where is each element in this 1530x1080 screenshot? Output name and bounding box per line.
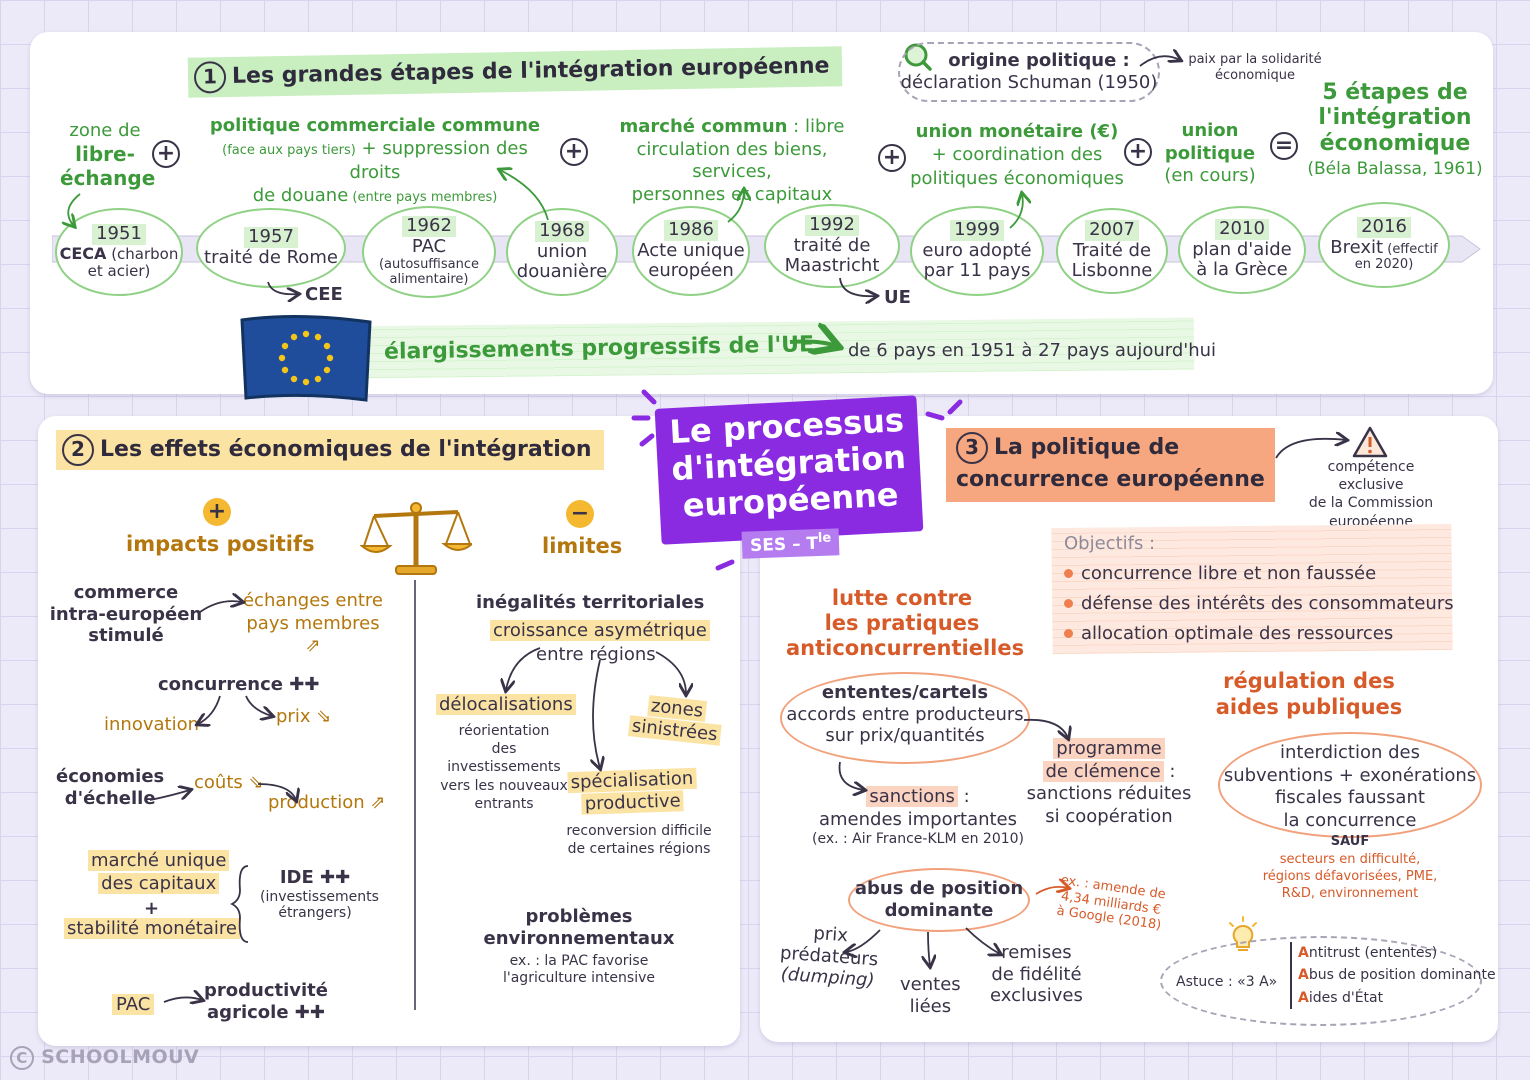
- abuse-bubble: abus de position dominante: [848, 868, 1030, 932]
- timeline-1962: 1962 PAC (autosuffisance alimentaire): [362, 206, 496, 298]
- innovation: innovation: [104, 714, 199, 735]
- objective-item: défense des intérêts des consommateurs: [1064, 590, 1454, 617]
- costs: coûts ⇘: [194, 772, 264, 793]
- anticompetitive-title: lutte contre les pratiques anticoncurren…: [786, 586, 1025, 661]
- objective-item: concurrence libre et non faussée: [1064, 560, 1454, 587]
- tip-item: Abus de position dominante: [1298, 967, 1496, 984]
- specialisation-detail: reconversion difficile de certaines régi…: [566, 823, 712, 858]
- stage-political: union politique (en cours): [1164, 120, 1256, 186]
- timeline-1999: 1999 euro adopté par 11 pays: [910, 206, 1044, 296]
- except-label: SAUF: [1330, 834, 1370, 849]
- stage-free-trade: zone de libre- échange: [60, 120, 156, 190]
- fdi: IDE ✚✚ (investissements étrangers): [260, 867, 379, 921]
- timeline-1951: 1951 CECA (charbon et acier): [55, 208, 183, 296]
- trade-result: échanges entre pays membres ⇗: [242, 590, 384, 656]
- plus-sign: +: [560, 138, 588, 166]
- agri-productivity: productivité agricole ✚✚: [204, 980, 328, 1023]
- main-title: Le processus d'intégration européenne: [654, 395, 924, 545]
- cartels-bubble: ententes/cartels accords entre producteu…: [780, 672, 1030, 764]
- timeline-2007: 2007 Traité de Lisbonne: [1056, 208, 1168, 294]
- origin-consequence: paix par la solidarité économique: [1188, 52, 1322, 83]
- plus-sign: +: [878, 144, 906, 172]
- except-detail: secteurs en difficulté, régions défavori…: [1262, 852, 1438, 901]
- trade-stimulated: commerce intra-européen stimulé: [49, 582, 203, 647]
- production: production ⇗: [268, 792, 386, 813]
- origin-label: origine politique :: [948, 50, 1130, 71]
- origin-box: origine politique : déclaration Schuman …: [898, 42, 1160, 102]
- tip-label: Astuce : «3 A»: [1176, 974, 1278, 990]
- section2-number: 2: [62, 434, 94, 466]
- enlargement-detail: de 6 pays en 1951 à 27 pays aujourd'hui: [848, 340, 1217, 361]
- timeline-1957: 1957 traité de Rome: [196, 208, 346, 288]
- stage-common-market: marché commun : libre circulation des bi…: [619, 116, 845, 205]
- economies-of-scale: économies d'échelle: [56, 766, 165, 809]
- objectives: Objectifs : concurrence libre et non fau…: [1064, 530, 1454, 650]
- eu-flag-icon: [238, 312, 374, 406]
- timeline-1986: 1986 Acte unique européen: [632, 206, 750, 296]
- title-decorations: [628, 384, 968, 584]
- section3-number: 3: [956, 432, 988, 464]
- stage-monetary: union monétaire (€) + coordination des p…: [910, 121, 1124, 189]
- plus-badge: +: [203, 498, 231, 526]
- limits-label: limites: [542, 534, 623, 558]
- prices: prix ⇘: [276, 706, 332, 727]
- predatory-prices: prix prédateurs (dumping): [779, 922, 879, 992]
- leniency: programme de clémence : sanctions réduit…: [1026, 738, 1192, 827]
- env-problems: problèmes environnementaux ex. : la PAC …: [483, 906, 675, 986]
- objectives-label: Objectifs :: [1064, 533, 1156, 554]
- plus-sign: +: [1124, 138, 1152, 166]
- exclusive-competence: compétence exclusive de la Commission eu…: [1308, 459, 1434, 530]
- tip-list: Antitrust (ententes) Abus de position do…: [1290, 942, 1496, 1010]
- offshoring-detail: réorientation des investissements vers l…: [440, 723, 568, 812]
- section1-number: 1: [193, 61, 227, 94]
- aid-ban-bubble: interdiction des subventions + exonérati…: [1218, 732, 1482, 838]
- minus-badge: −: [566, 500, 594, 528]
- footer-logo: C SCHOOLMOUV: [10, 1046, 199, 1070]
- sanctions: sanctions : amendes importantes (ex. : A…: [812, 786, 1024, 847]
- objective-item: allocation optimale des ressources: [1064, 620, 1454, 647]
- public-aid-title: régulation des aides publiques: [1215, 669, 1403, 720]
- capital-market: marché unique des capitaux: [88, 850, 230, 895]
- origin-text: déclaration Schuman (1950): [900, 71, 1158, 93]
- tied-sales: ventes liées: [900, 974, 961, 1017]
- ue-label: UE: [884, 287, 911, 308]
- territorial-inequalities: inégalités territoriales: [476, 592, 705, 613]
- plus-text: +: [144, 898, 160, 919]
- specialisation: spécialisation productive: [567, 767, 697, 816]
- equals-sign: =: [1270, 132, 1298, 160]
- warning-icon: [1352, 426, 1388, 458]
- title-tag: SES – Tle: [741, 528, 840, 559]
- between-regions: entre régions: [536, 644, 656, 665]
- panel-effects: [38, 416, 740, 1046]
- positive-label: impacts positifs: [126, 532, 315, 556]
- offshoring: délocalisations: [436, 694, 576, 715]
- copyright-icon: C: [10, 1046, 34, 1070]
- tip-item: Antitrust (ententes): [1298, 945, 1438, 961]
- timeline-1968: 1968 union douanière: [506, 208, 618, 296]
- competition: concurrence ✚✚: [158, 674, 320, 695]
- pac: PAC: [112, 994, 155, 1015]
- loyalty-rebates: remises de fidélité exclusives: [990, 942, 1083, 1007]
- tip-item: Aides d'État: [1298, 989, 1384, 1006]
- stage-trade-policy: politique commerciale commune (face aux …: [209, 115, 541, 207]
- stage-result: 5 étapes de l'intégration économique (Bé…: [1307, 80, 1483, 179]
- cee-label: CEE: [305, 284, 343, 305]
- plus-sign: +: [152, 140, 180, 168]
- timeline-2010: 2010 plan d'aide à la Grèce: [1178, 206, 1306, 294]
- timeline-2016: 2016 Brexit (effectif en 2020): [1318, 202, 1450, 288]
- tip-box: [1160, 936, 1482, 1026]
- timeline-1992: 1992 traité de Maastricht: [764, 204, 900, 288]
- asymmetric-growth: croissance asymétrique: [490, 620, 710, 641]
- scale-icon: [359, 498, 475, 578]
- divider: [414, 580, 416, 1010]
- monetary-stability: stabilité monétaire: [64, 918, 240, 939]
